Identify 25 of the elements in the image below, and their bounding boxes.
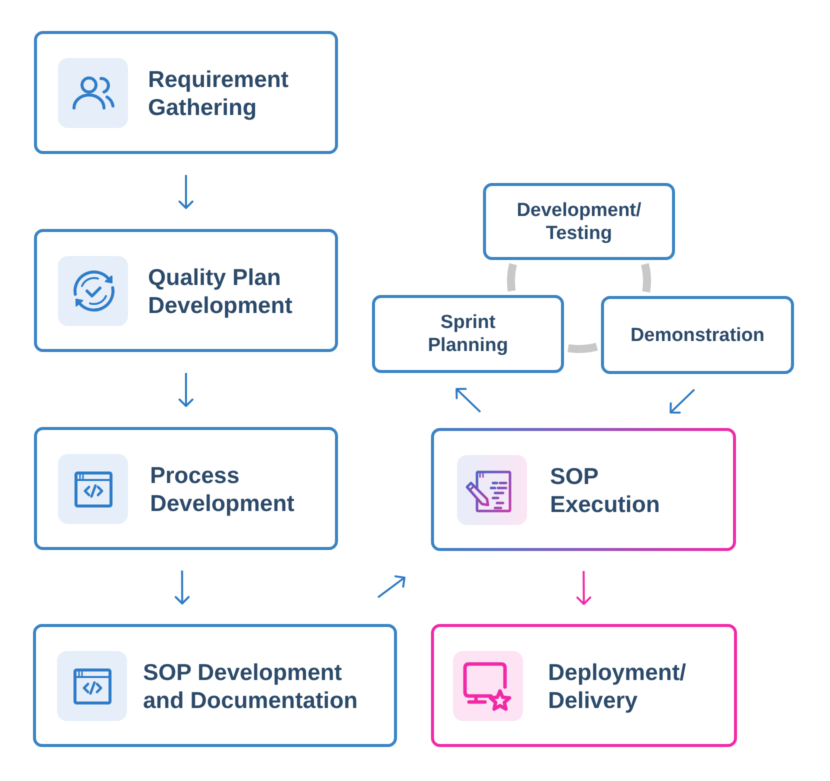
arrow [174,570,190,604]
arrow [178,175,194,209]
phase-label: Development/ Testing [516,198,642,244]
process-step-box [34,229,338,352]
process-step-box [33,624,397,747]
arrow [576,571,592,605]
phase-label: Sprint Planning [426,311,510,357]
step-title: Requirement Gathering [148,64,290,120]
process-step-box [431,428,736,551]
step-title: SOP Execution [550,462,661,518]
process-step-box [34,427,338,550]
step-title: Process Development [150,460,296,516]
step-title: SOP Development and Documentation [143,658,359,714]
arrow [377,575,406,598]
process-step-box [34,31,338,154]
step-title: Deployment/ Delivery [548,658,688,714]
process-step-box [431,624,737,747]
arrow [670,388,696,414]
phase-box [372,295,564,373]
phase-box [601,296,794,374]
arrow [456,388,481,413]
phase-label: Demonstration [630,324,765,346]
arrow [178,373,194,407]
phase-box [483,183,675,260]
step-title: Quality Plan Development [148,262,294,318]
